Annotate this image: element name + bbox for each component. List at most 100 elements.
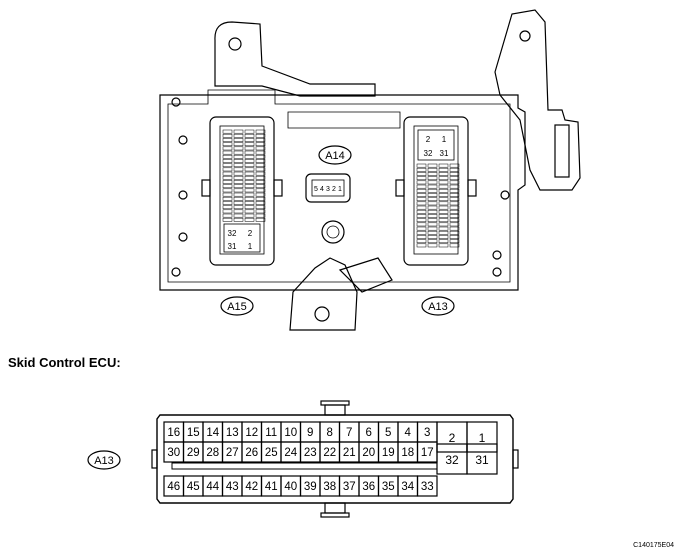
pin-number: 17 (421, 447, 434, 459)
terminal-slot (222, 205, 233, 210)
terminal-slot (255, 159, 266, 163)
pin-number: 28 (206, 447, 219, 459)
a13-callout-top (421, 296, 455, 316)
terminal-slot (438, 180, 449, 185)
terminal-slot (416, 172, 427, 176)
terminal-slot (416, 214, 427, 218)
terminal-slot (427, 163, 438, 168)
terminal-slot (244, 171, 255, 176)
pin-number: 38 (323, 481, 336, 493)
terminal-slot (427, 201, 438, 206)
terminal-slot (233, 201, 244, 205)
terminal-slot (416, 239, 427, 244)
terminal-slot (255, 150, 266, 155)
terminal-slot (427, 184, 438, 189)
terminal-slot (244, 180, 255, 184)
pin-number: 23 (304, 447, 317, 459)
terminal-slot (416, 226, 427, 231)
terminal-slot (449, 193, 460, 197)
terminal-slot (416, 193, 427, 197)
bracket-hole (314, 306, 330, 322)
terminal-slot (416, 209, 427, 214)
a13-label-top: A13 (428, 301, 448, 313)
pin-number: 45 (187, 481, 200, 493)
terminal-slot (255, 217, 266, 222)
ecu-housing (159, 94, 526, 291)
terminal-slot (416, 184, 427, 189)
terminal-slot (449, 197, 460, 202)
terminal-slot (244, 167, 255, 172)
pin-number: 1 (479, 431, 486, 445)
terminal-slot (427, 176, 438, 181)
terminal-slot (449, 201, 460, 206)
ecu-heading: Skid Control ECU: (8, 355, 121, 370)
pin-number: 22 (323, 447, 336, 459)
terminal-slot (255, 142, 266, 147)
pinout-key-bottom-cap (320, 512, 350, 518)
terminal-slot (449, 214, 460, 218)
terminal-slot (255, 129, 266, 134)
a13-connector-face (413, 125, 459, 255)
pin-number: 27 (226, 447, 239, 459)
pin-number: 8 (327, 427, 333, 439)
terminal-slot (427, 239, 438, 244)
a14-connector-body (305, 173, 351, 203)
terminal-slot (449, 239, 460, 244)
a14-pin-number: 1 (338, 186, 342, 193)
terminal-slot (255, 209, 266, 214)
terminal-slot (222, 175, 233, 180)
terminal-slot (416, 176, 427, 181)
pin-number: 41 (265, 481, 278, 493)
pin-number: 36 (362, 481, 375, 493)
mount-hole (171, 267, 181, 277)
terminal-slot (233, 205, 244, 210)
pinout-divider-bar (171, 462, 438, 470)
terminal-slot (244, 146, 255, 151)
terminal-slot (449, 243, 460, 248)
terminal-slot (427, 188, 438, 193)
terminal-slot (427, 172, 438, 176)
a15-pin-number: 31 (228, 242, 237, 251)
mount-hole (178, 232, 188, 242)
a13-latch-left (395, 179, 405, 197)
terminal-slot (233, 150, 244, 155)
terminal-slot (233, 217, 244, 222)
pin-number: 6 (366, 427, 372, 439)
bracket-hole (228, 37, 242, 51)
terminal-slot (222, 188, 233, 193)
terminal-slot (244, 129, 255, 134)
pinout-latch-left (151, 449, 158, 469)
terminal-slot (416, 235, 427, 239)
terminal-slot (255, 175, 266, 180)
a13-latch-right (467, 179, 477, 197)
a13-corner-box (417, 129, 455, 161)
right-bracket (494, 9, 581, 191)
terminal-slot (416, 222, 427, 227)
mount-hole (178, 190, 188, 200)
terminal-slot (449, 218, 460, 223)
center-boss (321, 220, 345, 244)
terminal-slot (449, 222, 460, 227)
terminal-slot (222, 163, 233, 168)
terminal-slot (449, 235, 460, 239)
pin-number: 7 (346, 427, 352, 439)
pin-number: 15 (187, 427, 200, 439)
pin-cell-large (466, 443, 498, 475)
pin-number: 13 (226, 427, 239, 439)
terminal-slot (233, 159, 244, 163)
a15-connector-face (219, 125, 265, 255)
terminal-slot (438, 184, 449, 189)
pin-number: 11 (265, 427, 277, 439)
terminal-slot (244, 163, 255, 168)
a14-pin-number: 2 (332, 186, 336, 193)
terminal-slot (222, 146, 233, 151)
terminal-slot (255, 171, 266, 176)
terminal-slot (438, 235, 449, 239)
terminal-slot (233, 175, 244, 180)
pin-number: 16 (167, 427, 180, 439)
center-rib (287, 111, 401, 129)
terminal-slot (427, 209, 438, 214)
terminal-slot (244, 196, 255, 201)
terminal-slot (438, 205, 449, 210)
